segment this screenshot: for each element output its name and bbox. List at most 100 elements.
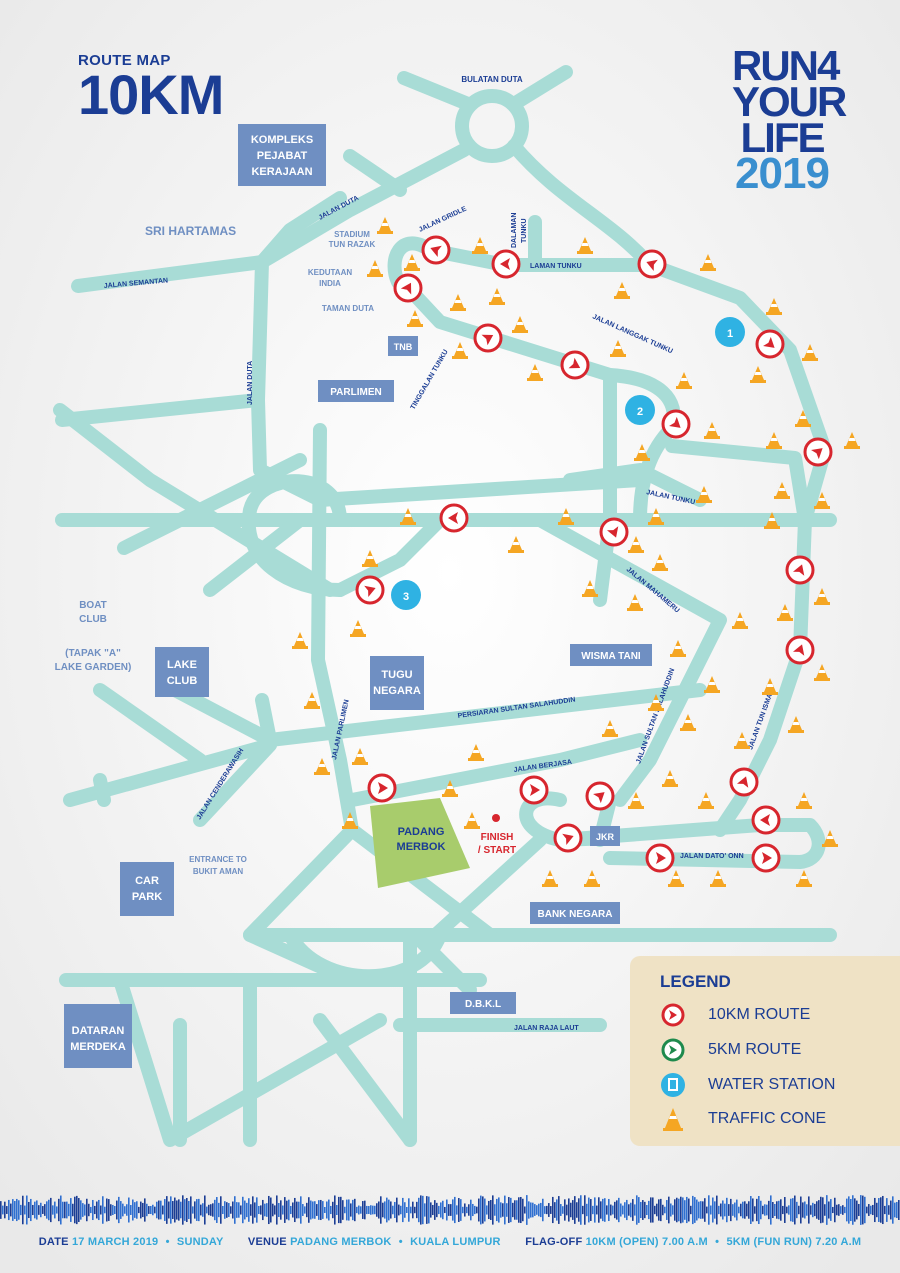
waveform-bar	[44, 1204, 46, 1216]
waveform-bar	[10, 1203, 12, 1217]
waveform-bar	[272, 1203, 274, 1217]
waveform-bar	[164, 1199, 166, 1221]
waveform-bar	[854, 1198, 856, 1222]
waveform-bar	[742, 1201, 744, 1219]
waveform-bar	[542, 1198, 544, 1222]
waveform-bar	[558, 1196, 560, 1224]
boat-club-line1: BOAT	[79, 600, 107, 611]
waveform-bar	[450, 1204, 452, 1216]
waveform-bar	[804, 1201, 806, 1219]
traffic-cone-icon	[610, 340, 626, 357]
waveform-bar	[568, 1198, 570, 1222]
waveform-bar	[836, 1204, 838, 1216]
waveform-bar	[724, 1203, 726, 1217]
waveform-bar	[310, 1200, 312, 1220]
traffic-cone-icon	[468, 744, 484, 761]
waveform-bar	[292, 1202, 294, 1218]
waveform-bar	[282, 1205, 284, 1215]
route-10km-marker-icon	[560, 350, 590, 380]
waveform-bar	[186, 1197, 188, 1223]
waveform-bar	[286, 1200, 288, 1220]
traffic-cone-icon	[508, 536, 524, 553]
waveform-bar	[800, 1196, 802, 1224]
traffic-cone-icon	[814, 492, 830, 509]
waveform-bar	[478, 1198, 480, 1222]
waveform-bar	[874, 1197, 876, 1223]
waveform-bar	[370, 1205, 372, 1215]
waveform-bar	[696, 1199, 698, 1221]
traffic-cone-icon	[802, 344, 818, 361]
bulatan-duta-roundabout	[455, 89, 529, 163]
waveform-bar	[136, 1201, 138, 1219]
waveform-bar	[640, 1201, 642, 1219]
waveform-bar	[184, 1199, 186, 1221]
traffic-cone-icon	[634, 444, 650, 461]
car-park-line1: CAR	[135, 875, 159, 887]
waveform-bar	[646, 1204, 648, 1216]
waveform-bar	[480, 1195, 482, 1225]
waveform-bar	[584, 1195, 586, 1225]
waveform-bar	[266, 1203, 268, 1217]
waveform-bar	[70, 1198, 72, 1222]
waveform-bar	[232, 1201, 234, 1219]
waveform-bar	[188, 1200, 190, 1220]
waveform-bar	[448, 1204, 450, 1216]
waveform-bar	[364, 1200, 366, 1220]
route-10km-marker-icon	[645, 843, 675, 873]
waveform-bar	[472, 1203, 474, 1217]
waveform-bar	[442, 1200, 444, 1220]
waveform-bar	[570, 1202, 572, 1218]
waveform-bar	[882, 1195, 884, 1225]
waveform-bar	[102, 1196, 104, 1224]
traffic-cone-icon	[774, 482, 790, 499]
waveform-bar	[700, 1201, 702, 1219]
waveform-bar	[356, 1206, 358, 1214]
wisma-tani-box	[570, 644, 652, 666]
waveform-bar	[602, 1198, 604, 1222]
waveform-bar	[892, 1196, 894, 1224]
route-10km-marker-icon	[355, 575, 385, 605]
waveform-bar	[650, 1197, 652, 1223]
waveform-bar	[662, 1204, 664, 1216]
waveform-bar	[604, 1198, 606, 1222]
waveform-bar	[522, 1198, 524, 1222]
waveform-bar	[28, 1201, 30, 1219]
waveform-bar	[730, 1198, 732, 1222]
waveform-bar	[128, 1197, 130, 1223]
traffic-cone-icon	[584, 870, 600, 887]
waveform-bar	[254, 1202, 256, 1218]
waveform-bar	[270, 1197, 272, 1223]
traffic-cone-icon	[377, 217, 393, 234]
waveform-bar	[634, 1204, 636, 1216]
waveform-bar	[276, 1195, 278, 1225]
traffic-cone-icon	[680, 714, 696, 731]
waveform-bar	[42, 1206, 44, 1214]
waveform-bar	[92, 1199, 94, 1221]
traffic-cone-icon	[314, 758, 330, 775]
waveform-bar	[252, 1196, 254, 1224]
waveform-bar	[156, 1201, 158, 1219]
waveform-bar	[372, 1205, 374, 1215]
waveform-bar	[454, 1196, 456, 1224]
waveform-bar	[726, 1197, 728, 1223]
waveform-bar	[284, 1197, 286, 1223]
route-header: ROUTE MAP 10KM	[78, 52, 224, 123]
waveform-bar	[106, 1198, 108, 1222]
traffic-cone-icon	[602, 720, 618, 737]
waveform-bar	[610, 1204, 612, 1216]
dataran-line1: DATARAN	[72, 1025, 125, 1037]
waveform-bar	[856, 1200, 858, 1220]
waveform-bar	[622, 1205, 624, 1215]
waveform-bar	[656, 1203, 658, 1217]
waveform-bar	[860, 1195, 862, 1225]
waveform-bar	[580, 1195, 582, 1225]
traffic-cone-icon	[442, 780, 458, 797]
waveform-bar	[562, 1206, 564, 1214]
waveform-bar	[526, 1195, 528, 1225]
waveform-bar	[96, 1201, 98, 1219]
traffic-cone-icon	[512, 316, 528, 333]
waveform-bar	[736, 1199, 738, 1221]
traffic-cone-icon	[362, 550, 378, 567]
waveform-bar	[110, 1204, 112, 1216]
waveform-bar	[612, 1205, 614, 1215]
